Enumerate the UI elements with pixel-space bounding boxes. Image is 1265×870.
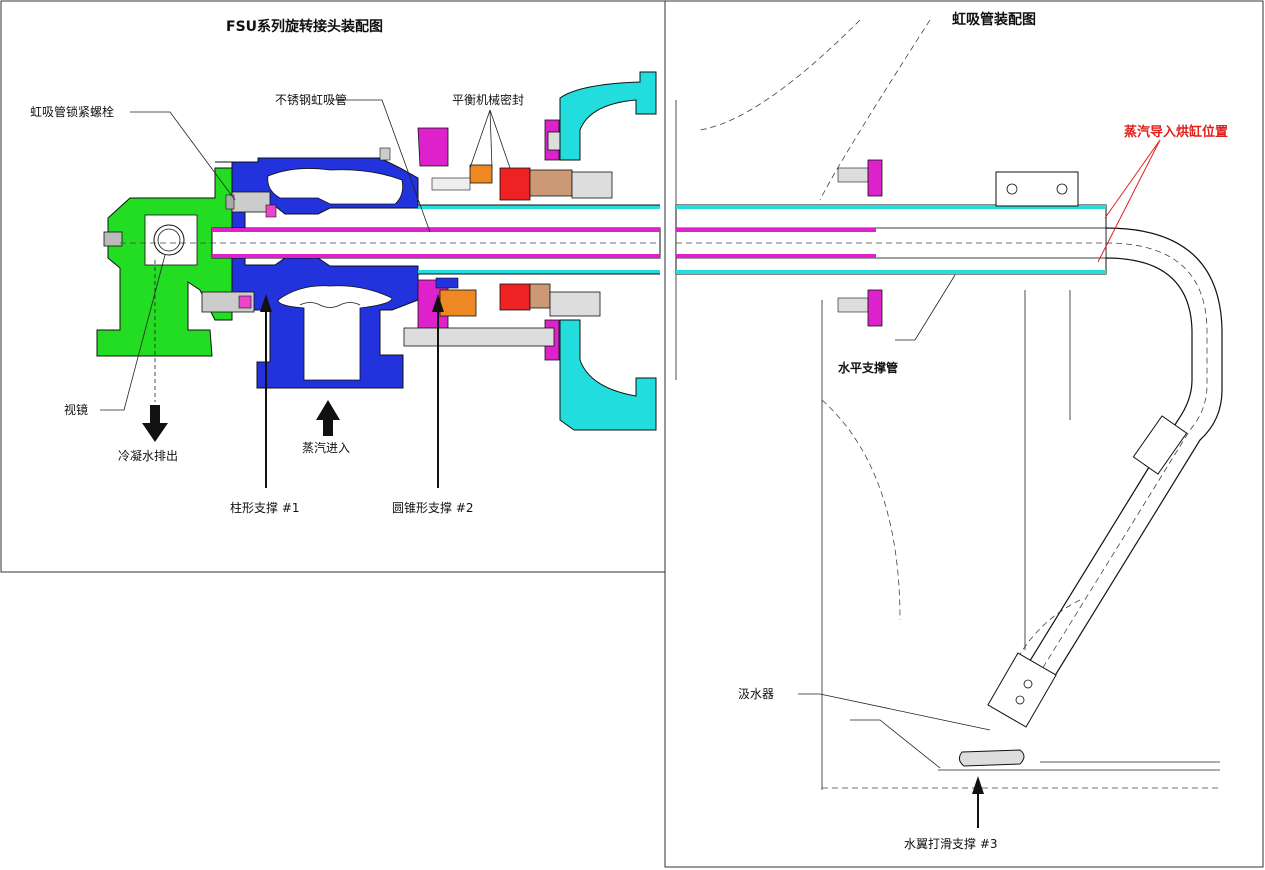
leader-steam-position (1097, 139, 1161, 263)
seal-gray-block-lower (549, 291, 601, 317)
seal-tan-upper (529, 169, 573, 197)
label-steam-in: 蒸汽进入 (302, 440, 350, 455)
leader-seal (469, 109, 511, 169)
siphon-magenta-stripe-bot (212, 254, 660, 258)
label-balanced-seal: 平衡机械密封 (452, 92, 524, 107)
sight-glass-inner (157, 228, 181, 252)
label-stainless-siphon: 不锈钢虹吸管 (275, 92, 347, 107)
siphon-elbow-inner (1011, 257, 1193, 691)
dryer-arc-4 (999, 599, 1081, 701)
label-support-3: 水翼打滑支撑 #3 (904, 836, 998, 851)
siphon-magenta-stripe-top (212, 228, 660, 232)
blue-small-block (435, 277, 459, 289)
steam-cavity-lower-wave (299, 302, 361, 308)
cyan-flange (559, 71, 657, 161)
steam-cavity-upper (267, 168, 404, 205)
green-plug (103, 231, 123, 247)
base-step (850, 719, 941, 769)
leader-siphon (330, 99, 431, 233)
seal-bolt-lower (403, 327, 555, 347)
right-bolt-lower (837, 297, 869, 313)
elbow-clamp (1132, 415, 1188, 475)
seal-orange-upper (469, 164, 493, 184)
support-1-arrow (260, 294, 272, 488)
right-tube-cyan-bot (676, 270, 1106, 274)
magenta-seal-flange (417, 127, 449, 167)
seal-tan-lower (529, 283, 551, 309)
dryer-arc-1 (699, 19, 861, 131)
seal-red-lower (499, 283, 531, 311)
pink-nut-lower (238, 295, 252, 309)
dryer-arc-3 (821, 399, 901, 621)
support-2-arrow (432, 294, 444, 488)
right-panel: 虹吸管装配图 (664, 0, 1264, 868)
cyan-flange-lower (559, 319, 657, 431)
right-inner-magenta-top (676, 228, 876, 232)
left-panel: FSU系列旋转接头装配图 (0, 0, 666, 573)
leader-water-absorber (798, 693, 991, 731)
bolt-head-upper (225, 194, 235, 210)
label-horizontal-tube: 水平支撑管 (838, 360, 898, 375)
small-bolt-body-top (379, 147, 391, 161)
seal-orange-lower (439, 289, 477, 317)
outer-tube-cyan-bot (418, 270, 660, 274)
label-lock-bolt: 虹吸管锁紧螺栓 (30, 104, 114, 119)
dryer-arc-2 (819, 19, 931, 201)
leader-sight-glass (100, 254, 166, 411)
lock-bolt-upper (231, 191, 271, 213)
pink-nut-upper (265, 204, 277, 218)
leader-horizontal-tube (895, 274, 956, 341)
label-steam-position: 蒸汽导入烘缸位置 (1124, 124, 1228, 140)
label-water-absorber: 汲水器 (738, 687, 774, 701)
condensate-out-arrow (142, 405, 168, 442)
support-3-arrow (972, 776, 984, 828)
label-support-2: 圆锥形支撑 #2 (392, 500, 474, 515)
label-condensate-out: 冷凝水排出 (118, 448, 178, 463)
steam-in-arrow (316, 400, 340, 436)
absorber-joint (987, 652, 1057, 728)
water-absorber-shoe (958, 749, 1025, 767)
leader-lock-bolt (130, 111, 236, 201)
right-inner-magenta-bot (676, 254, 876, 258)
tube-bracket (995, 171, 1079, 207)
right-magenta-lower (867, 289, 883, 327)
right-magenta-upper (867, 159, 883, 197)
steam-cavity-lower (277, 285, 393, 381)
left-panel-title: FSU系列旋转接头装配图 (226, 18, 383, 35)
siphon-elbow-center (1025, 242, 1208, 696)
outer-tube-cyan-top (418, 205, 660, 209)
right-bolt-upper (837, 167, 869, 183)
seal-white-spring (431, 177, 471, 191)
seal-red-upper (499, 167, 531, 201)
label-sight-glass: 视镜 (64, 402, 88, 417)
right-tube-cyan-top (676, 205, 1106, 209)
seal-gray-block-upper (571, 171, 613, 199)
right-panel-title: 虹吸管装配图 (952, 11, 1036, 28)
label-support-1: 柱形支撑 #1 (230, 500, 300, 515)
siphon-elbow-outer (1039, 227, 1223, 701)
sight-glass-ring (153, 224, 185, 256)
